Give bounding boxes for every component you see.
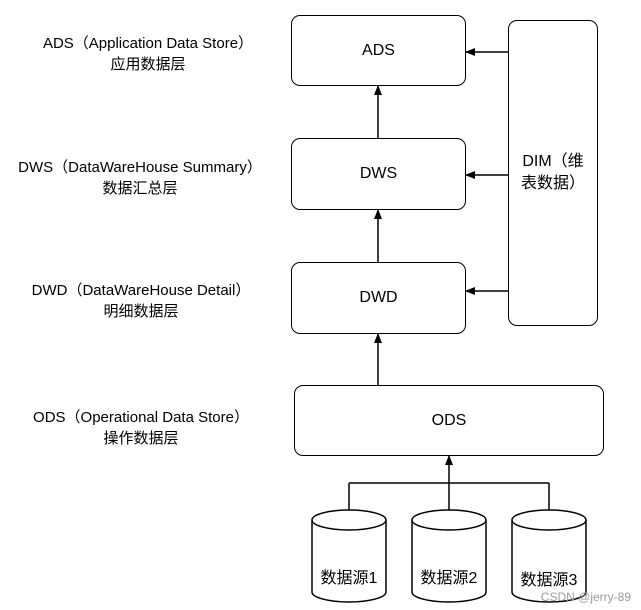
ods-box: ODS [294,385,604,456]
dws-label-line1: DWS（DataWareHouse Summary） [18,159,262,176]
ads-box-label: ADS [362,41,395,59]
ods-layer-label: ODS（Operational Data Store） 操作数据层 [6,407,276,449]
dim-box: DIM（维表数据） [508,20,598,326]
ads-layer-label: ADS（Application Data Store） 应用数据层 [14,33,282,75]
source-1-label: 数据源1 [320,570,378,587]
dws-box-label: DWS [359,165,398,182]
dwd-box-label: DWD [359,289,398,306]
watermark: CSDN @jerry-89 [540,590,631,604]
dim-box-label: DIM（维表数据） [520,153,585,192]
dwd-label-line1: DWD（DataWareHouse Detail） [31,282,251,299]
source-2-label: 数据源2 [420,570,478,587]
dws-box: DWS [291,138,466,210]
ads-box: ADS [291,15,466,86]
ods-box-label: ODS [431,411,467,429]
dws-label-line2: 数据汇总层 [102,180,178,197]
dwd-label-line2: 明细数据层 [103,303,179,320]
ods-label-line2: 操作数据层 [103,430,179,447]
dwd-box: DWD [291,262,466,334]
database-cylinder-3 [511,509,587,603]
source-3-label: 数据源3 [520,572,578,589]
ads-label-line2: 应用数据层 [110,56,186,73]
ods-label-line1: ODS（Operational Data Store） [33,409,249,426]
database-cylinder-2 [411,509,487,603]
dws-layer-label: DWS（DataWareHouse Summary） 数据汇总层 [0,157,280,199]
ads-label-line1: ADS（Application Data Store） [42,35,254,52]
database-cylinder-1 [311,509,387,603]
dwd-layer-label: DWD（DataWareHouse Detail） 明细数据层 [10,280,272,322]
